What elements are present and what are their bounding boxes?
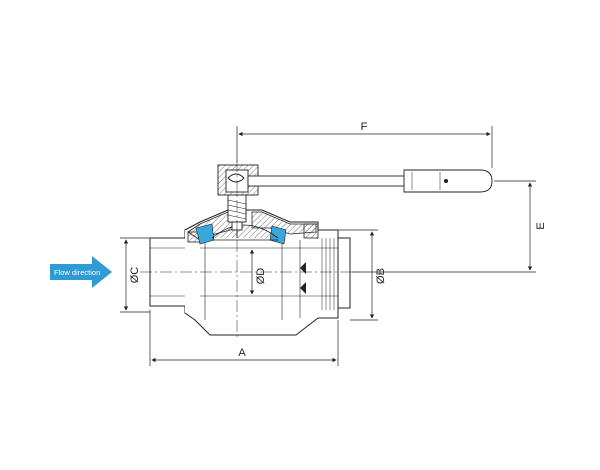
dimension-d-label: ØD [255,268,267,285]
dimension-c [120,237,150,313]
valve-seats [195,223,287,245]
valve-body [149,209,351,336]
dimension-b-label: ØB [375,268,387,284]
dimension-e [352,180,536,273]
valve-ball [211,224,279,241]
dimension-e-label: E [535,222,547,229]
dimension-f [236,126,493,168]
dimension-a [149,310,339,366]
flow-direction-label: Flow direction [54,268,100,277]
flow-direction-arrow: Flow direction [50,256,112,288]
dimension-b [338,229,378,321]
dimension-a-label: A [238,347,246,359]
dimension-c-label: ØC [129,267,141,284]
valve-handle [247,169,493,193]
dimension-f-label: F [361,121,368,133]
